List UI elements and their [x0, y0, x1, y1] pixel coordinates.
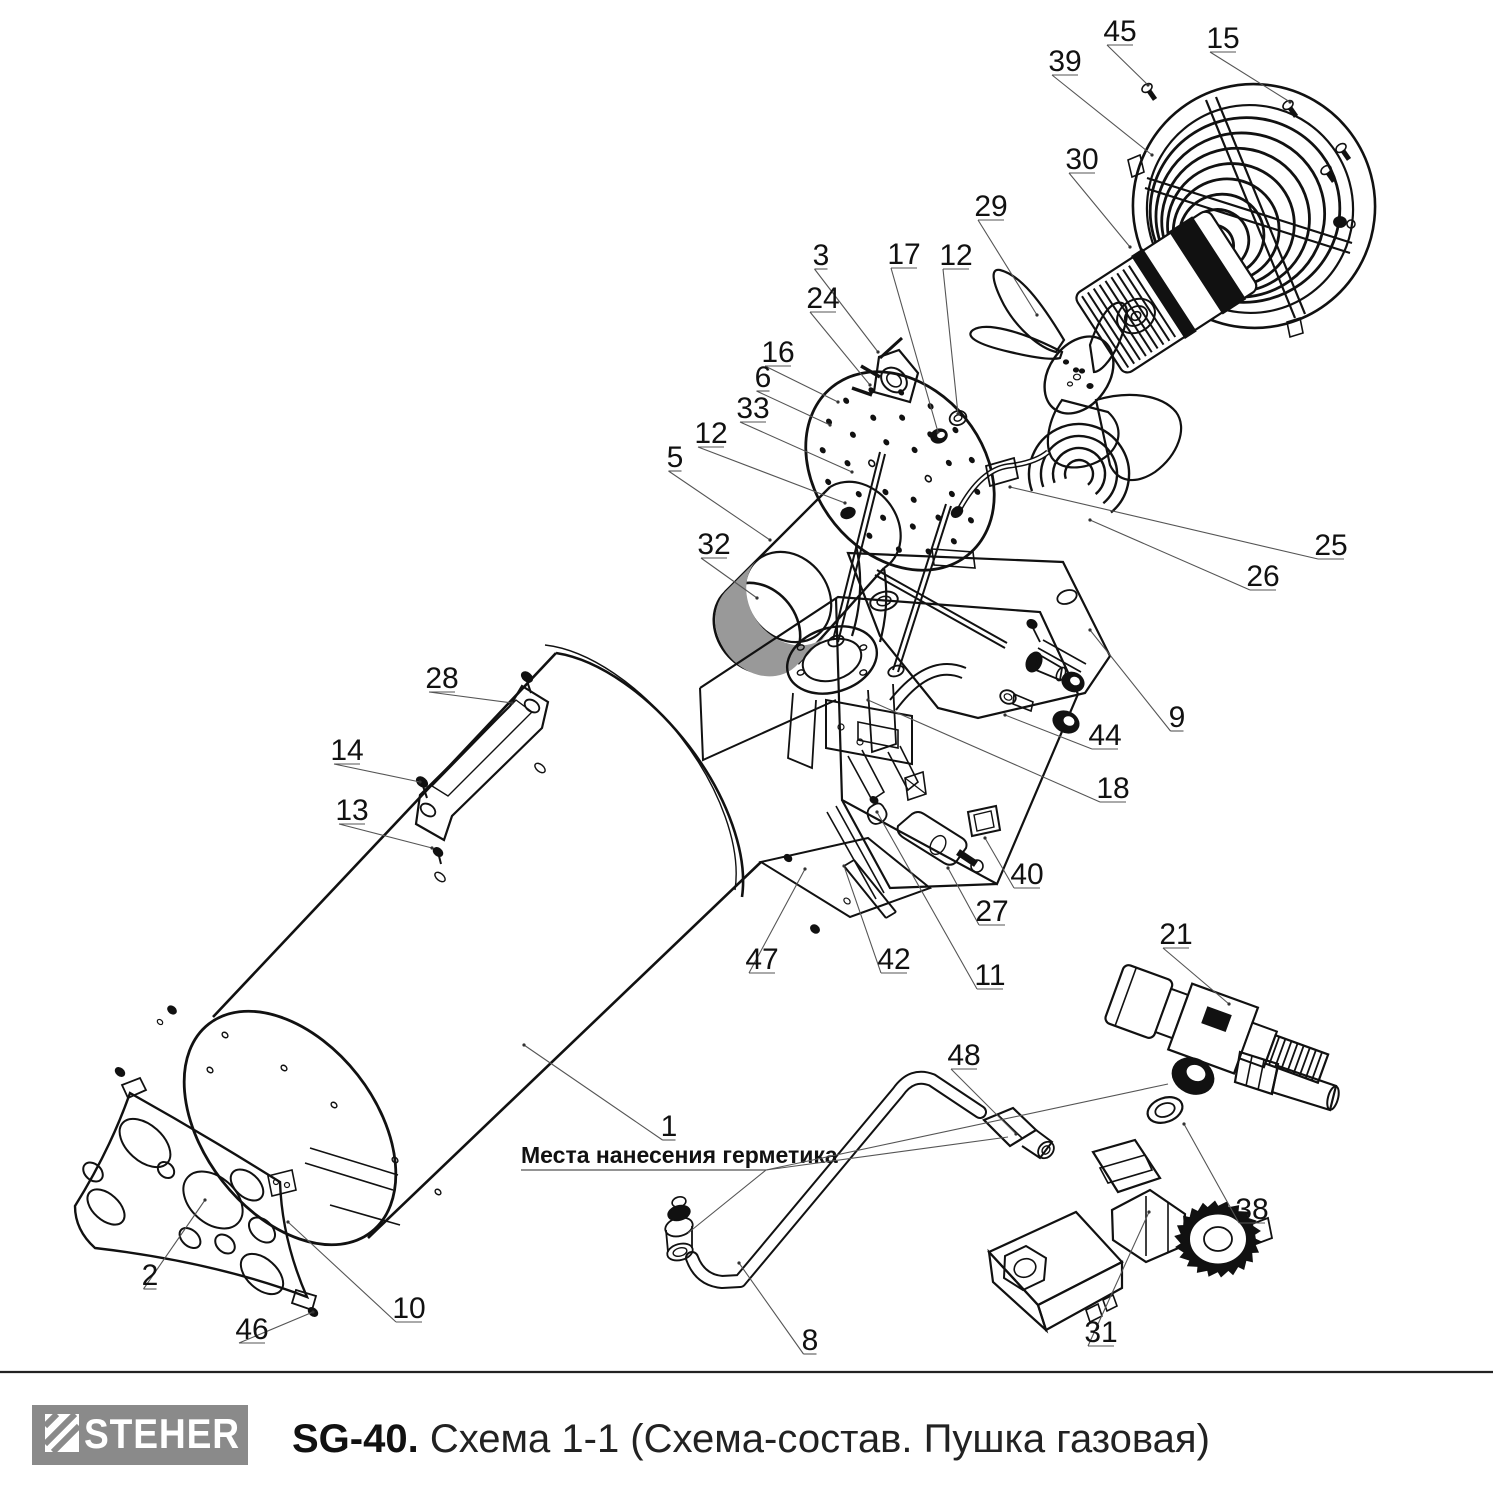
svg-text:17: 17: [887, 238, 920, 271]
svg-text:1: 1: [661, 1110, 678, 1143]
svg-text:42: 42: [877, 943, 910, 976]
svg-text:9: 9: [1169, 701, 1186, 734]
svg-text:13: 13: [335, 794, 368, 827]
svg-text:8: 8: [802, 1324, 819, 1357]
svg-text:33: 33: [736, 392, 769, 425]
svg-text:2: 2: [142, 1259, 159, 1292]
svg-text:30: 30: [1065, 143, 1098, 176]
svg-text:26: 26: [1246, 560, 1279, 593]
svg-text:27: 27: [975, 895, 1008, 928]
svg-text:39: 39: [1048, 45, 1081, 78]
svg-text:12: 12: [939, 239, 972, 272]
svg-text:6: 6: [755, 361, 772, 394]
svg-text:18: 18: [1096, 772, 1129, 805]
svg-text:46: 46: [235, 1313, 268, 1346]
svg-text:31: 31: [1084, 1316, 1117, 1349]
svg-text:SG-40. Схема 1-1 (Схема-состав: SG-40. Схема 1-1 (Схема-состав. Пушка га…: [292, 1417, 1210, 1461]
svg-text:28: 28: [425, 662, 458, 695]
svg-text:48: 48: [947, 1039, 980, 1072]
svg-text:5: 5: [667, 441, 684, 474]
svg-text:44: 44: [1088, 719, 1121, 752]
svg-text:16: 16: [761, 336, 794, 369]
svg-text:45: 45: [1103, 15, 1136, 48]
svg-text:32: 32: [697, 528, 730, 561]
svg-text:Места нанесения герметика: Места нанесения герметика: [521, 1142, 838, 1168]
svg-text:STEHER: STEHER: [84, 1410, 240, 1457]
svg-text:11: 11: [974, 959, 1005, 992]
svg-text:21: 21: [1159, 918, 1192, 951]
svg-text:47: 47: [745, 943, 778, 976]
svg-text:10: 10: [392, 1292, 425, 1325]
svg-text:25: 25: [1314, 529, 1347, 562]
svg-text:29: 29: [974, 190, 1007, 223]
svg-text:3: 3: [813, 239, 830, 272]
svg-text:15: 15: [1206, 22, 1239, 55]
svg-text:14: 14: [330, 734, 363, 767]
svg-text:12: 12: [694, 417, 727, 450]
svg-text:24: 24: [806, 282, 839, 315]
svg-text:40: 40: [1010, 858, 1043, 891]
svg-text:38: 38: [1235, 1193, 1268, 1226]
